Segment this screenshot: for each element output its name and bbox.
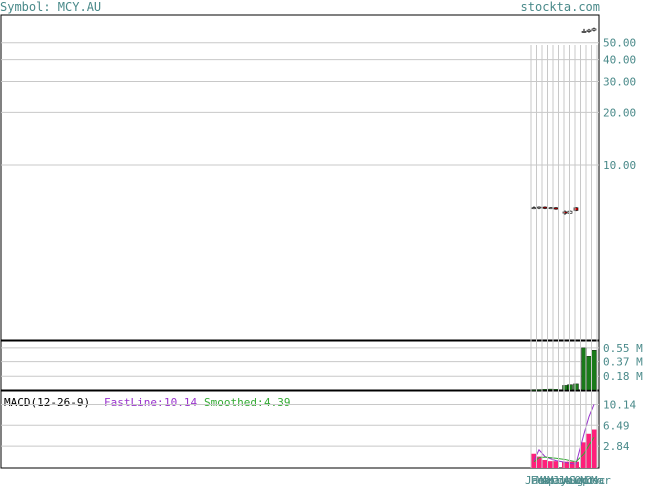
macd-histogram-bar xyxy=(548,461,554,468)
macd-smoothed-value: 4.39 xyxy=(264,396,291,409)
macd-histogram-bar xyxy=(531,453,537,468)
x-tick-label: Apr xyxy=(542,474,562,486)
candle-body xyxy=(562,211,568,214)
macd-smoothed-label: Smoothed: xyxy=(204,396,264,409)
macd-histogram-bar xyxy=(536,456,542,468)
volume-bar xyxy=(573,383,579,391)
price-frame xyxy=(0,14,600,341)
candle-body xyxy=(553,207,559,210)
macd-histogram-bar xyxy=(573,461,579,468)
x-tick-label: Sep xyxy=(569,474,589,486)
x-tick-label: Mar xyxy=(536,474,556,486)
macd-panel: MACD(12-26-9) FastLine: 10.14 Smoothed: … xyxy=(0,390,636,469)
volume-bar xyxy=(531,389,537,391)
candle-body xyxy=(548,207,554,210)
candle-body xyxy=(591,28,597,31)
candle-body xyxy=(542,206,548,209)
candle-body xyxy=(573,207,579,211)
volume-bar xyxy=(591,349,597,391)
macd-title: MACD(12-26-9) xyxy=(4,396,90,409)
price-panel: 50.00 40.00 30.00 20.00 10.00 xyxy=(0,14,636,341)
macd-fast-label: FastLine: xyxy=(104,396,164,409)
x-tick-label: May xyxy=(547,474,567,486)
price-tick-label: 10.00 xyxy=(603,159,636,172)
macd-histogram-bar xyxy=(553,461,559,468)
volume-tick-label: 0.18 M xyxy=(603,370,643,383)
x-tick-label: Jan xyxy=(525,474,545,486)
x-tick-label: Jun xyxy=(553,474,573,486)
macd-histogram-bar xyxy=(586,433,592,468)
candle-body xyxy=(586,29,592,32)
candle-body xyxy=(536,206,542,209)
candle-body xyxy=(531,207,537,210)
macd-frame xyxy=(0,390,600,469)
volume-bar xyxy=(542,389,548,391)
symbol-label: Symbol: MCY.AU xyxy=(0,0,102,14)
macd-histogram-bar xyxy=(591,429,597,468)
volume-panel: 0.55 M0.37 M0.18 M xyxy=(0,340,643,391)
x-tick-label: Nov xyxy=(580,474,600,486)
macd-histogram-bar xyxy=(542,460,548,468)
x-tick-label: Mar xyxy=(591,474,611,486)
volume-tick-label: 0.37 M xyxy=(603,356,643,369)
volume-bar xyxy=(562,385,568,391)
x-tick-label: Oct xyxy=(575,474,595,486)
macd-histogram-bar xyxy=(562,461,568,468)
candle-body xyxy=(581,31,587,33)
price-tick-label: 20.00 xyxy=(603,106,636,119)
macd-fast-value: 10.14 xyxy=(164,396,197,409)
volume-tick-label: 0.55 M xyxy=(603,342,643,355)
x-tick-label: Aug xyxy=(564,474,584,486)
price-tick-label: 30.00 xyxy=(603,76,636,89)
site-label: stockta.com xyxy=(520,0,600,14)
price-tick-label: 40.00 xyxy=(603,54,636,67)
macd-tick-label: 10.14 xyxy=(603,398,636,411)
macd-tick-label: 2.84 xyxy=(603,440,630,453)
macd-tick-label: 6.49 xyxy=(603,419,630,432)
volume-frame xyxy=(0,340,600,391)
x-tick-label: Dec xyxy=(586,474,606,486)
macd-histogram-bar xyxy=(581,442,587,468)
price-tick-label: 50.00 xyxy=(603,37,636,50)
volume-bar xyxy=(586,356,592,391)
volume-bar xyxy=(536,389,542,391)
x-tick-label: Feb xyxy=(531,474,551,486)
volume-bar xyxy=(553,389,559,391)
x-tick-label: Jul xyxy=(558,474,578,486)
